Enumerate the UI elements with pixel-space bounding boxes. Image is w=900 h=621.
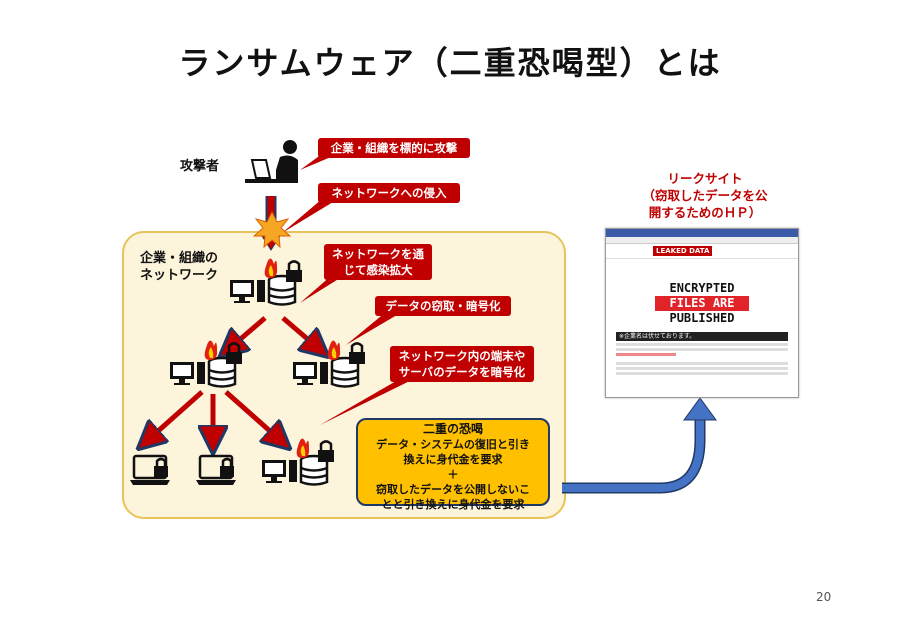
extortion-heading: 二重の恐喝: [422, 422, 483, 436]
server-group-top: [230, 258, 302, 306]
hero-line2: FILES ARE: [655, 296, 749, 311]
callout-pointers: [282, 154, 426, 425]
callout-encrypt-devices: ネットワーク内の端末や サーバのデータを暗号化: [390, 346, 534, 382]
extortion-line2: 窃取したデータを公開しないこ とと引き換えに身代金を要求: [376, 483, 530, 511]
page-number: 20: [816, 590, 832, 604]
leak-notice: ※企業名は伏せております。: [616, 332, 788, 341]
leak-site-screenshot: LEAKED DATA ENCRYPTED FILES ARE PUBLISHE…: [605, 228, 799, 398]
attacker-icon: [245, 140, 298, 183]
leak-site-label: リークサイト （窃取したデータを公 開するためのＨＰ）: [642, 171, 768, 220]
leak-hero: ENCRYPTED FILES ARE PUBLISHED: [606, 281, 798, 326]
hero-line3: PUBLISHED: [669, 311, 735, 325]
laptop-icon-1: [130, 454, 170, 485]
callout-target-attack: 企業・組織を標的に攻撃: [318, 138, 470, 158]
attacker-label: 攻撃者: [180, 159, 220, 174]
server-group-bottom: [262, 438, 334, 486]
network-label: 企業・組織の ネットワーク: [140, 251, 219, 283]
callout-theft-encrypt: データの窃取・暗号化: [375, 296, 511, 316]
hero-line1: ENCRYPTED: [669, 281, 735, 295]
callout-intrusion: ネットワークへの侵入: [318, 183, 460, 203]
double-extortion-box: 二重の恐喝 データ・システムの復旧と引き 換えに身代金を要求 ＋ 窃取したデータ…: [356, 418, 550, 511]
explosion-icon: [252, 210, 292, 249]
callout-spread: ネットワークを通 じて感染拡大: [324, 244, 432, 280]
server-group-left: [170, 340, 242, 388]
server-group-right: [293, 340, 365, 388]
page-title: ランサムウェア（二重恐喝型）とは: [178, 44, 722, 82]
extortion-line1: データ・システムの復旧と引き 換えに身代金を要求: [376, 438, 530, 466]
extortion-plus: ＋: [447, 468, 459, 481]
laptop-icon-2: [196, 454, 236, 485]
leaked-data-badge: LEAKED DATA: [653, 246, 713, 256]
leak-arrow: [562, 418, 706, 494]
